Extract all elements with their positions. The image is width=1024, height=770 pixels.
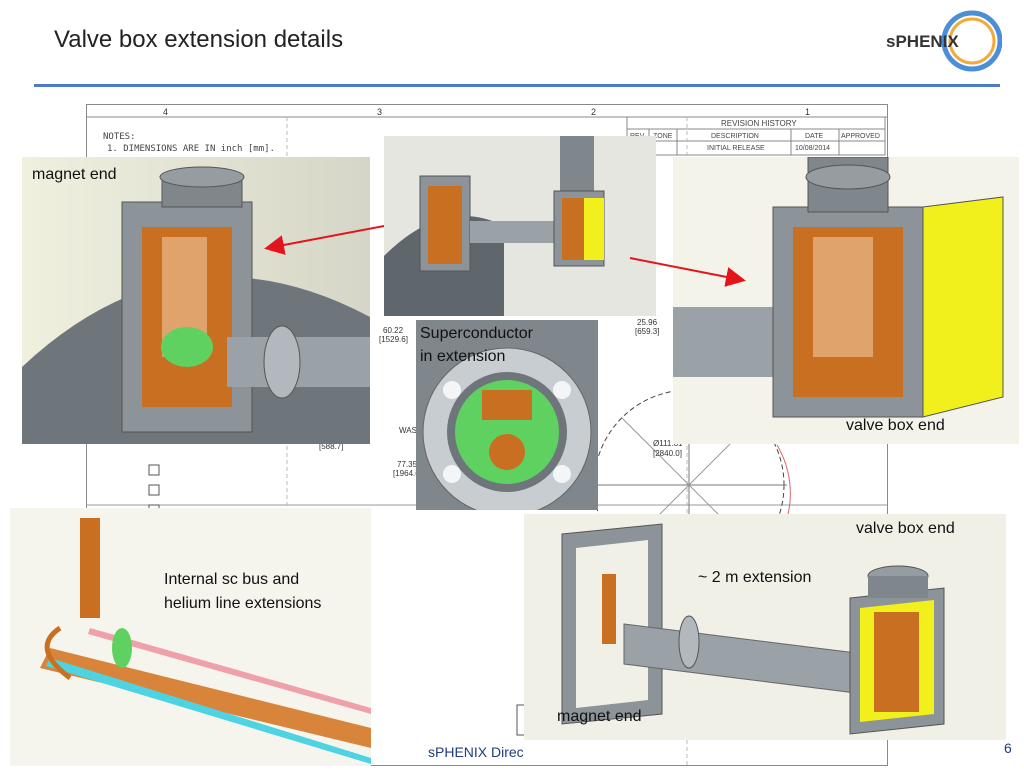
svg-text:APPROVED: APPROVED xyxy=(841,133,880,140)
svg-text:25.96: 25.96 xyxy=(637,318,658,327)
label-extension: ~ 2 m extension xyxy=(698,569,812,586)
svg-text:DESCRIPTION: DESCRIPTION xyxy=(711,133,759,140)
svg-text:ZONE: ZONE xyxy=(653,133,673,140)
label-valve-box-end-right: valve box end xyxy=(846,417,945,434)
label-superconductor: Superconductor in extension xyxy=(420,325,533,365)
svg-text:[588.7]: [588.7] xyxy=(319,442,343,451)
render-internal-bus: Internal sc bus and helium line extensio… xyxy=(10,508,371,766)
arrow-to-magnet-end xyxy=(264,225,385,255)
title-underline xyxy=(34,84,1000,87)
page-number: 6 xyxy=(1004,740,1012,756)
render-superconductor-section: Superconductor in extension xyxy=(416,320,598,510)
svg-text:DATE: DATE xyxy=(805,133,823,140)
label-valve-box-end-bottom: valve box end xyxy=(856,520,955,537)
svg-text:77.35: 77.35 xyxy=(397,460,418,469)
svg-text:3: 3 xyxy=(377,107,382,117)
render-extension-bottom: valve box end ~ 2 m extension magnet end xyxy=(524,514,1006,740)
arrow-to-valve-box-end xyxy=(629,257,746,287)
label-magnet-end-bottom: magnet end xyxy=(557,708,642,725)
svg-text:[1529.6]: [1529.6] xyxy=(379,335,408,344)
svg-text:sPHENIX: sPHENIX xyxy=(886,32,959,51)
svg-text:INITIAL RELEASE: INITIAL RELEASE xyxy=(707,145,765,152)
notes-line: 1. DIMENSIONS ARE IN inch [mm]. xyxy=(107,144,275,154)
svg-text:[1964.6]: [1964.6] xyxy=(393,469,422,478)
svg-text:WAS: WAS xyxy=(399,426,417,435)
slide-title: Valve box extension details xyxy=(54,26,344,53)
label-internal-bus: Internal sc bus and helium line extensio… xyxy=(164,571,322,612)
svg-text:[2840.0]: [2840.0] xyxy=(653,449,682,458)
svg-text:[659.3]: [659.3] xyxy=(635,327,659,336)
svg-text:1: 1 xyxy=(805,107,810,117)
revision-title: REVISION HISTORY xyxy=(721,119,797,128)
svg-text:2: 2 xyxy=(591,107,596,117)
footer-text: sPHENIX Direc xyxy=(428,744,524,760)
sphenix-logo: sPHENIX xyxy=(884,8,1003,74)
render-valve-box-end-right: valve box end xyxy=(673,157,1019,444)
label-magnet-end-top: magnet end xyxy=(32,166,117,183)
svg-text:10/08/2014: 10/08/2014 xyxy=(795,145,830,152)
render-magnet-end-left: magnet end xyxy=(22,157,370,444)
svg-text:60.22: 60.22 xyxy=(383,326,404,335)
svg-text:Ø111.81: Ø111.81 xyxy=(653,439,683,448)
notes-title: NOTES: xyxy=(103,132,136,142)
svg-text:4: 4 xyxy=(163,107,168,117)
render-overview-top xyxy=(384,136,656,316)
